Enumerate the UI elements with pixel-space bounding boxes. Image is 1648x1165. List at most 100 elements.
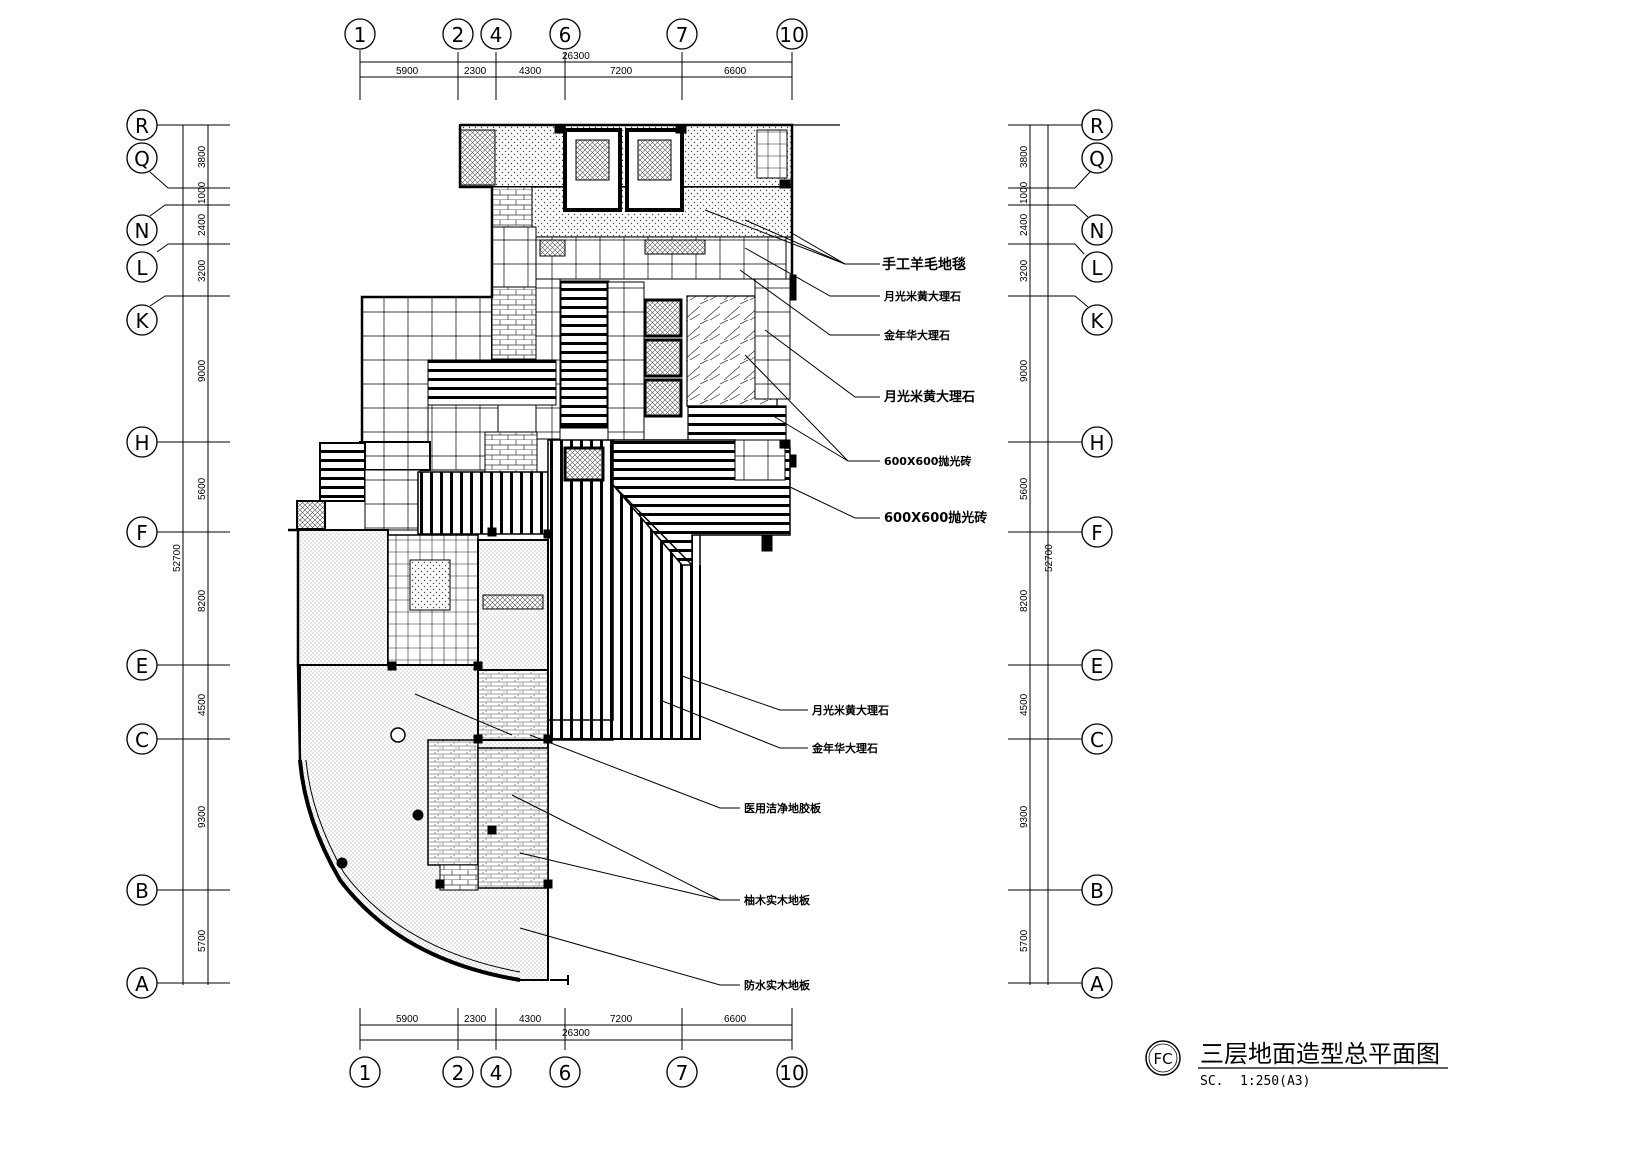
bottom-span-dim: 5900 [396,1014,419,1025]
column-bubble-2: 2 [442,1056,474,1088]
svg-text:R: R [135,114,149,138]
left-dimension-chain: 3800 1000 2400 3200 9000 5600 8200 4500 … [172,125,230,985]
svg-text:A: A [1090,972,1104,996]
row-bubble-R: R [1048,109,1113,141]
column-bubble-4: 4 [480,18,512,50]
title-block: FC 三层地面造型总平面图 SC. 1:250(A3) [1145,1040,1448,1089]
svg-text:N: N [135,219,150,243]
left-span-dim: 9300 [197,805,208,828]
column-bubble-1: 1 [344,18,376,52]
annotation-label: 月光米黄大理石 [883,289,961,303]
row-bubble-E: E [126,649,183,681]
left-span-dim: 5700 [197,929,208,952]
column-bubble-6: 6 [549,1056,581,1088]
svg-text:A: A [135,972,149,996]
service-lift [297,501,325,529]
row-bubble-H: H [126,426,183,458]
svg-text:Q: Q [134,147,150,171]
svg-text:10: 10 [779,1061,804,1085]
svg-text:E: E [1091,654,1104,678]
right-span-dim: 3200 [1019,259,1030,282]
annotation-label: 手工羊毛地毯 [882,256,966,273]
row-bubble-Q: Q [1048,142,1113,188]
secondary-stair [320,443,365,501]
elevator-shaft [645,300,681,336]
svg-text:F: F [1091,521,1103,545]
svg-text:6: 6 [559,23,572,47]
left-span-dim: 9000 [197,359,208,382]
top-span-dim: 2300 [464,66,487,77]
svg-text:4: 4 [490,1061,503,1085]
annotation-label: 600X600抛光砖 [884,510,987,526]
bottom-dimension-chain: 5900 2300 4300 7200 6600 26300 [360,1008,792,1050]
row-bubble-R: R [126,109,183,141]
annotation-label: 金年华大理石 [811,741,878,755]
svg-text:N: N [1090,219,1105,243]
row-bubble-A: A [1048,967,1113,999]
teak-floor-room [478,748,548,888]
scale-prefix: SC. [1200,1074,1223,1089]
row-bubble-F: F [1048,516,1113,548]
svg-text:2: 2 [452,23,465,47]
svg-text:7: 7 [676,23,689,47]
teak-floor-room [478,670,548,740]
svg-text:6: 6 [559,1061,572,1085]
column-axis-bottom: 1 2 4 6 7 10 [349,1056,808,1088]
row-axis-right: R Q N L K H F E C B A [1048,109,1113,999]
svg-text:L: L [136,256,148,280]
row-bubble-N: N [1048,205,1113,246]
left-span-dim: 4500 [197,693,208,716]
column-bubble-7: 7 [666,1056,698,1088]
left-span-dim: 5600 [197,477,208,500]
building-plan [288,125,840,985]
row-axis-left: R Q N L K H F E C B A [126,109,183,999]
row-bubble-Q: Q [126,142,183,188]
svg-text:C: C [135,728,149,752]
right-span-dim: 4500 [1019,693,1030,716]
right-span-dim: 9300 [1019,805,1030,828]
bottom-span-dim: 4300 [519,1014,542,1025]
column-bubble-4: 4 [480,1056,512,1088]
column-bubble-1: 1 [349,1056,381,1088]
drawing-badge-label: FC [1153,1050,1172,1068]
right-span-dim: 8200 [1019,589,1030,612]
top-span-dim: 7200 [610,66,633,77]
right-span-dim: 3800 [1019,145,1030,168]
right-span-dim: 9000 [1019,359,1030,382]
svg-text:4: 4 [490,23,503,47]
left-span-dim: 2400 [197,213,208,236]
column-axis-top: 1 2 4 6 7 10 [344,18,808,52]
row-bubble-C: C [1048,723,1113,755]
bottom-span-dim: 6600 [724,1014,747,1025]
row-bubble-L: L [126,244,183,283]
annotation-label: 医用洁净地胶板 [744,801,822,815]
svg-text:K: K [1090,309,1104,333]
column-bubble-10: 10 [776,18,808,50]
row-bubble-B: B [126,874,183,906]
right-span-dim: 5700 [1019,929,1030,952]
bottom-span-dim: 7200 [610,1014,633,1025]
annotation-label: 600X600抛光砖 [884,454,971,468]
left-total-dim: 52700 [172,544,183,572]
column-bubble-7: 7 [666,18,698,50]
drawing-scale: 1:250(A3) [1240,1074,1310,1089]
elevator-shaft [645,340,681,376]
svg-text:Q: Q [1089,147,1105,171]
top-total-dim: 26300 [562,51,590,62]
svg-text:C: C [1090,728,1104,752]
row-bubble-H: H [1048,426,1113,458]
svg-text:10: 10 [779,23,804,47]
annotation-label: 柚木实木地板 [744,893,811,907]
svg-text:F: F [136,521,148,545]
row-bubble-K: K [126,296,183,336]
svg-text:1: 1 [354,23,367,47]
left-span-dim: 3800 [197,145,208,168]
left-span-dim: 8200 [197,589,208,612]
svg-text:H: H [134,431,149,455]
annotation-label: 月光米黄大理石 [811,703,889,717]
svg-text:E: E [136,654,149,678]
column-bubble-2: 2 [442,18,474,50]
column-bubble-10: 10 [776,1056,808,1088]
row-bubble-F: F [126,516,183,548]
